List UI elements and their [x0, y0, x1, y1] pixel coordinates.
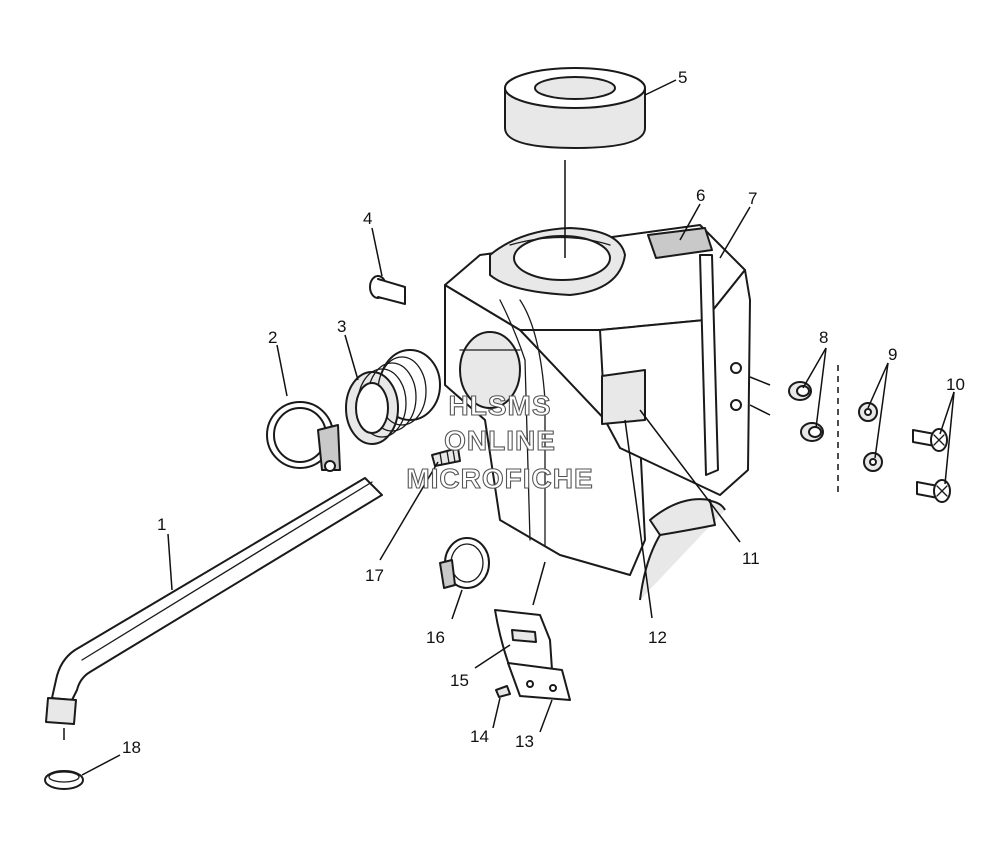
part-12-airbox-housing	[444, 224, 751, 601]
part-8-grommets	[788, 381, 824, 442]
part-13-bracket	[507, 662, 571, 701]
part-2-clamp	[266, 401, 341, 472]
callout-numbers: 1 2 3 4 5 6 7 8 9 10 11 12 13 14 15 16 1…	[122, 68, 965, 757]
callout-15: 15	[450, 671, 469, 690]
watermark-line-2: ONLINE	[444, 425, 556, 456]
watermark: HLSMS ONLINE MICROFICHE	[406, 389, 593, 494]
callout-7: 7	[748, 189, 757, 208]
callout-18: 18	[122, 738, 141, 757]
callout-4: 4	[363, 209, 372, 228]
callout-17: 17	[365, 566, 384, 585]
part-14-rivet	[495, 685, 511, 698]
callout-9: 9	[888, 345, 897, 364]
callout-16: 16	[426, 628, 445, 647]
part-3-boot	[345, 349, 441, 445]
callout-6: 6	[696, 186, 705, 205]
leader-lines	[63, 79, 955, 776]
callout-10: 10	[946, 375, 965, 394]
callout-2: 2	[268, 328, 277, 347]
part-5-filter-ring	[504, 67, 646, 149]
part-17-screw	[431, 447, 461, 467]
callout-5: 5	[678, 68, 687, 87]
part-9-washers	[858, 402, 883, 472]
part-4-bolt	[369, 275, 406, 305]
part-15-bracket	[494, 609, 553, 671]
watermark-line-3: MICROFICHE	[406, 463, 593, 494]
watermark-line-1: HLSMS	[449, 390, 552, 421]
callout-14: 14	[470, 727, 489, 746]
callout-11: 11	[742, 549, 760, 568]
callout-8: 8	[819, 328, 828, 347]
callout-12: 12	[648, 628, 667, 647]
callout-1: 1	[157, 515, 166, 534]
part-16-clamp	[439, 537, 490, 589]
callout-13: 13	[515, 732, 534, 751]
part-10-screws	[912, 428, 951, 503]
part-1-hose	[45, 477, 383, 725]
callout-3: 3	[337, 317, 346, 336]
part-18-ring	[44, 770, 84, 790]
